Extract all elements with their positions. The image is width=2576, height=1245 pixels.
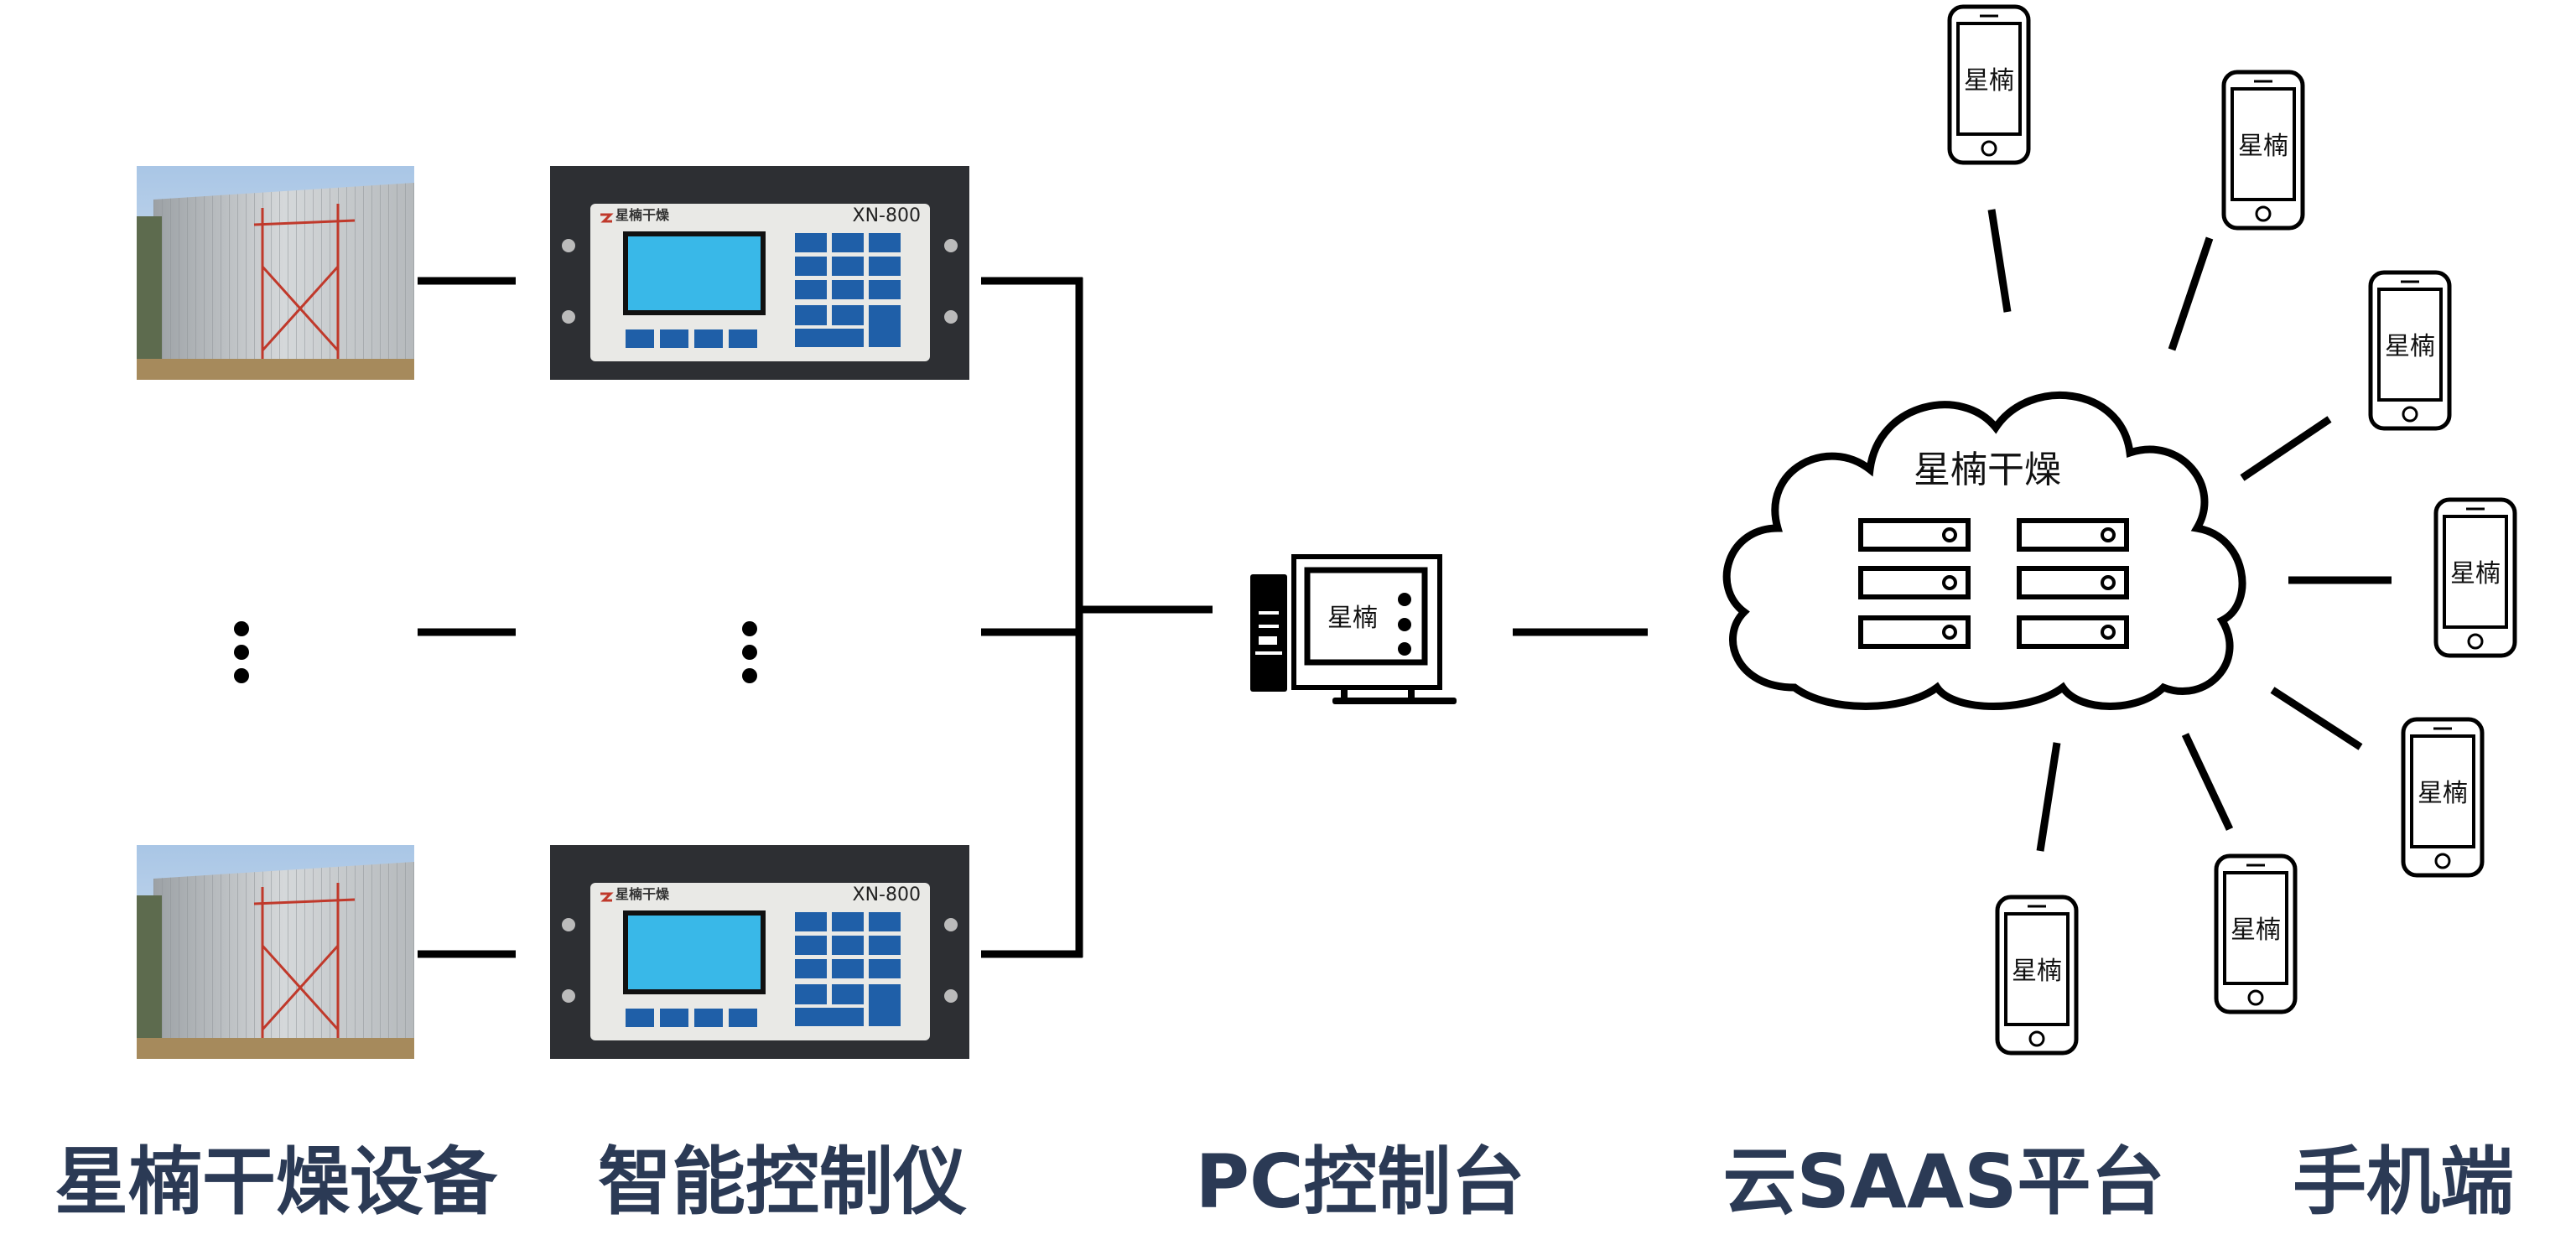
smart-controller-image — [548, 843, 971, 1061]
controller-brand-text: 星楠干燥 — [615, 886, 670, 902]
cloud-platform-icon: 星楠干燥 — [1722, 391, 2246, 710]
pc-screen-text: 星楠 — [1327, 604, 1378, 633]
smart-controller-image — [548, 164, 971, 381]
mobile-phone-icon: 星楠 — [2371, 272, 2449, 428]
drying-equipment-photo — [135, 843, 416, 1061]
ellipsis-dots-icon — [234, 621, 249, 683]
label-equipment: 星楠干燥设备 — [55, 1139, 498, 1225]
phone-text: 星楠 — [1964, 66, 2014, 96]
mobile-phone-icon: 星楠 — [2224, 72, 2303, 228]
phone-text: 星楠 — [2385, 332, 2435, 361]
pc-console-icon: 星楠 — [1250, 554, 1457, 704]
cloud-to-phone-lines — [1987, 209, 2392, 852]
mobile-phone-icon: 星楠 — [2216, 856, 2295, 1012]
label-cloud: 云SAAS平台 — [1723, 1139, 2165, 1225]
controller-brand-text: 星楠干燥 — [615, 207, 670, 223]
label-controller: 智能控制仪 — [598, 1139, 967, 1225]
cloud-title: 星楠干燥 — [1914, 449, 2061, 491]
phone-text: 星楠 — [2418, 779, 2468, 808]
controller-model-text: XN-800 — [853, 205, 921, 226]
mobile-phone-icon: 星楠 — [1950, 7, 2028, 163]
mobile-phone-icon: 星楠 — [2403, 719, 2482, 875]
ellipsis-dots-icon — [742, 621, 757, 683]
controller-model-text: XN-800 — [853, 884, 921, 905]
phone-text: 星楠 — [2450, 559, 2501, 589]
phone-text: 星楠 — [2231, 916, 2281, 945]
label-mobile: 手机端 — [2293, 1139, 2514, 1225]
smart-controller: 星楠干燥 XN-800 — [548, 843, 971, 1061]
drying-equipment-photo — [135, 164, 416, 381]
mobile-phone-icon: 星楠 — [2436, 500, 2515, 656]
label-pc: PC控制台 — [1195, 1139, 1524, 1225]
mobile-phone-icon: 星楠 — [1997, 897, 2076, 1053]
phone-text: 星楠 — [2238, 132, 2288, 161]
connection-lines — [418, 277, 1648, 958]
phone-text: 星楠 — [2012, 957, 2062, 986]
smart-controller: 星楠干燥 XN-800 — [548, 164, 971, 381]
